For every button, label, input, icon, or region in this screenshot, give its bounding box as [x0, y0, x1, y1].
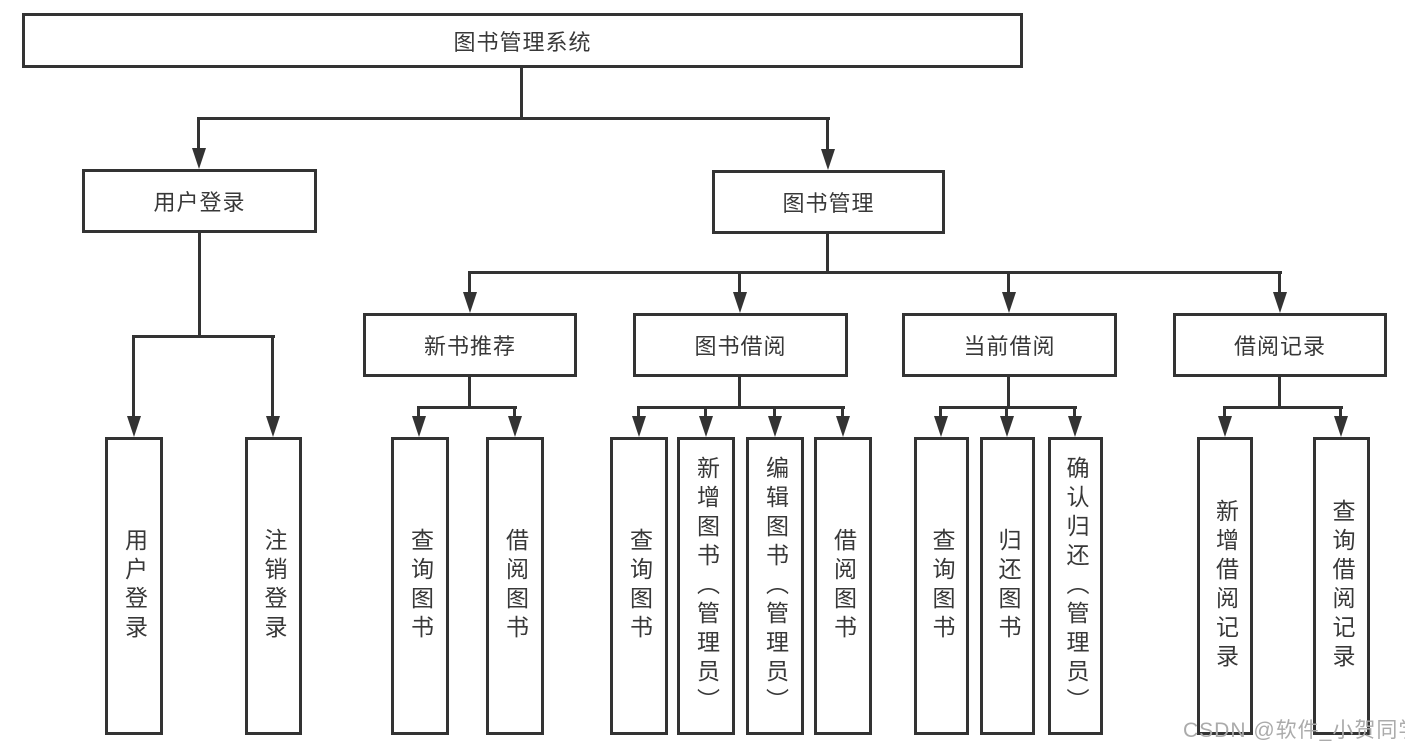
- connector-drop: [841, 407, 844, 419]
- connector-stem: [1007, 377, 1010, 409]
- arrowhead-down-icon: [821, 149, 835, 170]
- leaf-return-books: 归还图书: [980, 437, 1035, 735]
- connector-drop: [704, 407, 707, 419]
- arrowhead-down-icon: [699, 416, 713, 437]
- arrowhead-down-icon: [266, 416, 280, 437]
- node-book-management: 图书管理: [712, 170, 945, 234]
- connector-drop: [417, 407, 420, 419]
- connector-drop: [271, 336, 274, 419]
- connector-drop: [1223, 407, 1226, 419]
- connector-stem: [520, 68, 523, 120]
- node-borrowing-records: 借阅记录: [1173, 313, 1387, 377]
- connector-drop: [1073, 407, 1076, 419]
- leaf-add-books-admin: 新增图书（管理员）: [677, 437, 735, 735]
- arrowhead-down-icon: [508, 416, 522, 437]
- arrowhead-down-icon: [463, 292, 477, 313]
- arrowhead-down-icon: [412, 416, 426, 437]
- leaf-edit-books-admin: 编辑图书（管理员）: [746, 437, 804, 735]
- watermark: CSDN @软件_小贺同学: [1183, 719, 1405, 742]
- arrowhead-down-icon: [192, 148, 206, 169]
- connector-drop: [939, 407, 942, 419]
- leaf-query-books-recommend: 查询图书: [391, 437, 449, 735]
- connector-drop: [197, 118, 200, 151]
- node-new-book-recommend: 新书推荐: [363, 313, 577, 377]
- arrowhead-down-icon: [632, 416, 646, 437]
- connector-bar: [468, 271, 1282, 274]
- connector-bar: [1223, 406, 1343, 409]
- connector-drop: [1339, 407, 1342, 419]
- connector-drop: [132, 336, 135, 419]
- connector-drop: [738, 272, 741, 295]
- connector-bar: [417, 406, 517, 409]
- node-current-borrowing: 当前借阅: [902, 313, 1117, 377]
- arrowhead-down-icon: [1273, 292, 1287, 313]
- leaf-query-books-borrowing: 查询图书: [610, 437, 668, 735]
- connector-drop: [1005, 407, 1008, 419]
- node-user-login: 用户登录: [82, 169, 317, 233]
- leaf-borrow-books-borrowing: 借阅图书: [814, 437, 872, 735]
- connector-stem: [1278, 377, 1281, 409]
- connector-drop: [826, 118, 829, 152]
- connector-bar: [637, 406, 845, 409]
- leaf-add-borrow-record: 新增借阅记录: [1197, 437, 1253, 735]
- connector-stem: [468, 377, 471, 409]
- arrowhead-down-icon: [1068, 416, 1082, 437]
- arrowhead-down-icon: [1000, 416, 1014, 437]
- connector-stem: [738, 377, 741, 409]
- connector-drop: [468, 272, 471, 295]
- node-book-borrowing: 图书借阅: [633, 313, 848, 377]
- arrowhead-down-icon: [836, 416, 850, 437]
- connector-drop: [773, 407, 776, 419]
- connector-bar: [939, 406, 1077, 409]
- connector-bar: [132, 335, 275, 338]
- arrowhead-down-icon: [1334, 416, 1348, 437]
- leaf-query-borrow-record: 查询借阅记录: [1313, 437, 1370, 735]
- leaf-user-login: 用户登录: [105, 437, 163, 735]
- arrowhead-down-icon: [934, 416, 948, 437]
- connector-drop: [1278, 272, 1281, 295]
- node-library-system: 图书管理系统: [22, 13, 1023, 68]
- leaf-confirm-return-admin: 确认归还（管理员）: [1048, 437, 1103, 735]
- connector-stem: [198, 233, 201, 338]
- arrowhead-down-icon: [1218, 416, 1232, 437]
- connector-bar: [197, 117, 830, 120]
- leaf-logout-login: 注销登录: [245, 437, 302, 735]
- leaf-query-books-current: 查询图书: [914, 437, 969, 735]
- arrowhead-down-icon: [733, 292, 747, 313]
- leaf-borrow-books-recommend: 借阅图书: [486, 437, 544, 735]
- connector-drop: [1007, 272, 1010, 295]
- arrowhead-down-icon: [127, 416, 141, 437]
- connector-drop: [513, 407, 516, 419]
- connector-drop: [637, 407, 640, 419]
- connector-stem: [826, 234, 829, 274]
- arrowhead-down-icon: [768, 416, 782, 437]
- arrowhead-down-icon: [1002, 292, 1016, 313]
